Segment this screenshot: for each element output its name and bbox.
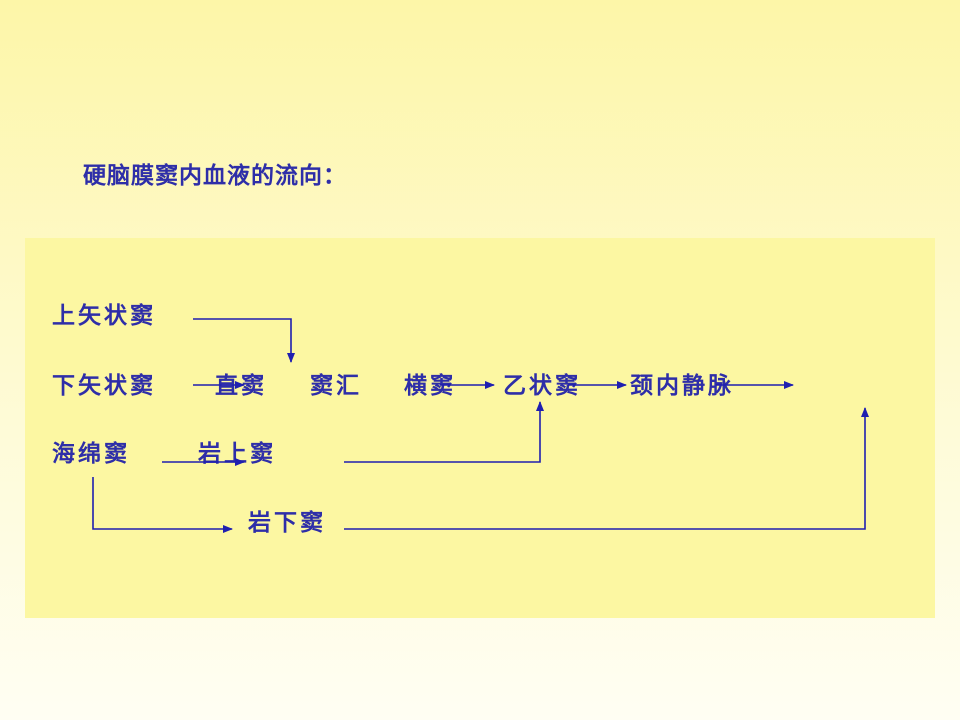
flow-diagram-panel [25,238,935,618]
node-inferior-petrosal-sinus: 岩下窦 [248,510,326,536]
node-cavernous-sinus: 海绵窦 [52,441,130,467]
node-internal-jugular-vein: 颈内静脉 [630,373,734,399]
node-inferior-sagittal-sinus: 下矢状窦 [52,373,156,399]
arrow-superior-petrosal-to-sigmoid [344,401,544,463]
page-title: 硬脑膜窦内血液的流向： [83,163,347,189]
arrow-cavernous-to-inferior-petrosal [92,477,233,533]
arrow-inferior-petrosal-to-jugular [344,407,869,530]
arrow-superior-sagittal-to-confluence [193,318,295,363]
node-superior-sagittal-sinus: 上矢状窦 [52,303,156,329]
node-transverse-sinus: 横窦 [404,373,456,399]
node-sigmoid-sinus: 乙状窦 [503,373,581,399]
node-superior-petrosal-sinus: 岩上窦 [198,441,276,467]
node-confluence-of-sinuses: 窦汇 [310,373,362,399]
